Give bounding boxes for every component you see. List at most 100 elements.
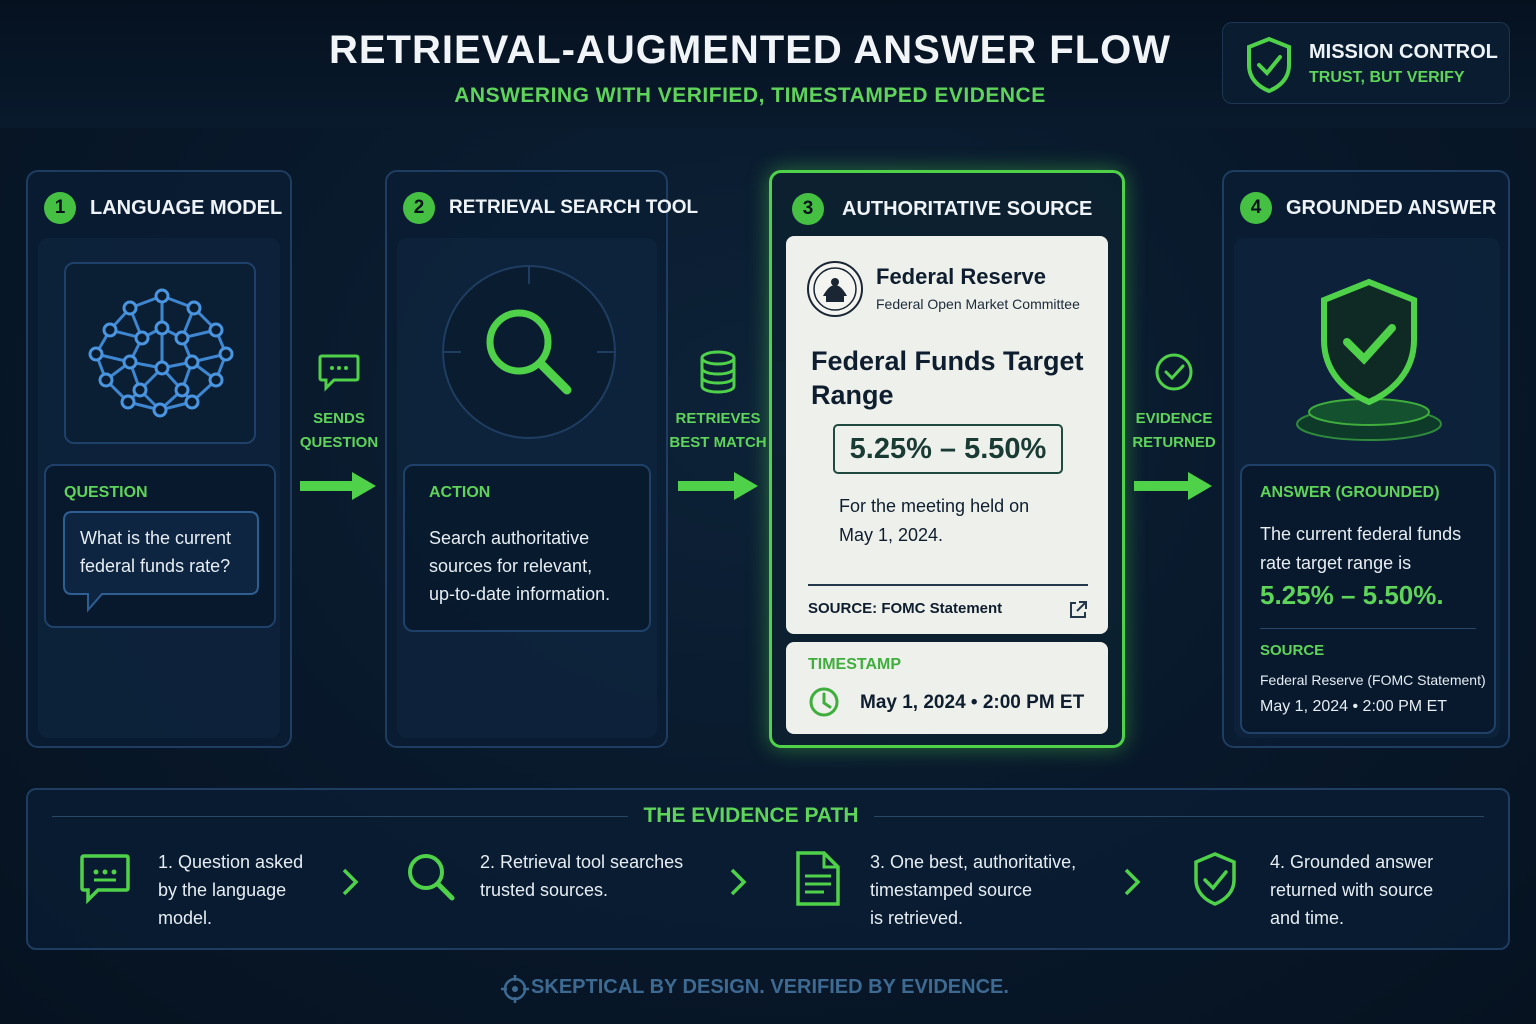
shield-check-icon — [1247, 36, 1291, 94]
evidence-step: 4. Grounded answer returned with source … — [1270, 848, 1433, 932]
footer-tagline: SKEPTICAL BY DESIGN. VERIFIED BY EVIDENC… — [531, 976, 1009, 998]
step-line: 3. One best, authoritative, — [870, 852, 1077, 872]
source-heading: Federal Funds Target Range — [811, 346, 1084, 410]
external-link-icon[interactable] — [1068, 600, 1088, 620]
speech-bubble-icon — [63, 511, 259, 613]
connector-label-evidence-returned: EVIDENCE RETURNED — [1124, 407, 1224, 455]
panel-grounded-answer: 4 GROUNDED ANSWER ANSWER (GROUNDED) The … — [1222, 170, 1510, 748]
answer-source: Federal Reserve (FOMC Statement) — [1260, 672, 1486, 688]
mission-control-badge: MISSION CONTROL TRUST, BUT VERIFY — [1222, 22, 1510, 104]
search-icon — [408, 854, 455, 901]
check-circle-icon — [1155, 353, 1193, 391]
question-label: QUESTION — [64, 484, 148, 501]
action-line: sources for relevant, — [429, 556, 593, 576]
step-number: 3 — [792, 193, 824, 225]
chevron-right-icon — [730, 868, 747, 896]
flow-arrow — [300, 472, 376, 500]
source-rate-value: 5.25% – 5.50% — [833, 424, 1063, 474]
mission-title: MISSION CONTROL — [1309, 41, 1498, 63]
answer-box: ANSWER (GROUNDED) The current federal fu… — [1240, 464, 1496, 734]
connector-line: BEST MATCH — [669, 434, 767, 451]
evidence-step: 2. Retrieval tool searches trusted sourc… — [480, 848, 683, 904]
panel-title: LANGUAGE MODEL — [90, 197, 283, 219]
divider — [1260, 628, 1476, 629]
question-box: QUESTION What is the current federal fun… — [44, 464, 276, 628]
answer-source-time: May 1, 2024 • 2:00 PM ET — [1260, 698, 1448, 715]
step-number: 4 — [1240, 192, 1272, 224]
connector-line: RETURNED — [1132, 434, 1216, 451]
action-text: Search authoritative sources for relevan… — [429, 524, 610, 608]
shield-check-icon — [1296, 278, 1442, 441]
answer-source-label: SOURCE — [1260, 642, 1325, 659]
connector-line: RETRIEVES — [675, 410, 761, 427]
network-icon-box — [64, 262, 256, 444]
step-line: timestamped source — [870, 880, 1033, 900]
step-number: 2 — [403, 192, 435, 224]
timestamp-value: May 1, 2024 • 2:00 PM ET — [860, 692, 1085, 713]
source-citation: SOURCE: FOMC Statement — [808, 600, 1003, 617]
meeting-line: For the meeting held on — [839, 496, 1030, 516]
divider — [808, 584, 1088, 586]
chevron-right-icon — [342, 868, 359, 896]
chat-icon — [80, 854, 130, 905]
answer-line: The current federal funds — [1260, 524, 1462, 544]
evidence-title: THE EVIDENCE PATH — [643, 804, 859, 827]
evidence-path: THE EVIDENCE PATH 1. Question asked by t… — [26, 788, 1510, 950]
mission-tagline: TRUST, BUT VERIFY — [1309, 69, 1465, 86]
panel-title: AUTHORITATIVE SOURCE — [842, 198, 1093, 220]
step-line: is retrieved. — [870, 908, 964, 928]
answer-line: rate target range is — [1260, 553, 1412, 573]
divider — [52, 816, 628, 817]
action-label: ACTION — [429, 484, 491, 501]
step-line: model. — [158, 908, 213, 928]
chevron-right-icon — [1124, 868, 1141, 896]
meeting-line: May 1, 2024. — [839, 525, 944, 545]
database-icon — [700, 350, 736, 394]
answer-text: The current federal funds rate target ra… — [1260, 520, 1461, 578]
neural-network-icon — [88, 288, 234, 418]
page-subtitle: ANSWERING WITH VERIFIED, TIMESTAMPED EVI… — [454, 84, 1046, 107]
step-line: 1. Question asked — [158, 852, 304, 872]
step-line: by the language — [158, 880, 287, 900]
connector-label-retrieves-best-match: RETRIEVES BEST MATCH — [668, 407, 768, 455]
action-line: Search authoritative — [429, 528, 590, 548]
flow-arrow — [1134, 472, 1212, 500]
connector-line: QUESTION — [299, 434, 379, 451]
panel-language-model: 1 LANGUAGE MODEL — [26, 170, 292, 748]
connector-label-sends-question: SENDS QUESTION — [294, 407, 384, 455]
step-line: returned with source — [1270, 880, 1434, 900]
timestamp-label: TIMESTAMP — [808, 656, 902, 673]
step-line: 4. Grounded answer — [1270, 852, 1434, 872]
answer-value: 5.25% – 5.50%. — [1260, 580, 1444, 610]
flow-arrow — [678, 472, 758, 500]
connector-line: SENDS — [313, 410, 365, 427]
panel-retrieval-search-tool: 2 RETRIEVAL SEARCH TOOL ACTION Search au… — [385, 170, 698, 748]
step-line: 2. Retrieval tool searches — [480, 852, 684, 872]
answer-label: ANSWER (GROUNDED) — [1260, 484, 1440, 501]
evidence-step: 3. One best, authoritative, timestamped … — [870, 848, 1076, 932]
search-icon — [442, 265, 616, 439]
step-line: and time. — [1270, 908, 1345, 928]
panel-title: GROUNDED ANSWER — [1286, 197, 1497, 219]
source-org-name: Federal Reserve — [876, 264, 1046, 289]
timestamp-card: TIMESTAMP May 1, 2024 • 2:00 PM ET — [786, 642, 1108, 734]
question-line: federal funds rate? — [80, 556, 231, 576]
target-icon — [501, 975, 529, 1003]
chat-icon — [318, 354, 360, 392]
shield-check-icon — [1194, 852, 1236, 906]
clock-icon — [809, 687, 839, 717]
page-title: RETRIEVAL-AUGMENTED ANSWER FLOW — [328, 28, 1172, 72]
meeting-text: For the meeting held on May 1, 2024. — [839, 492, 1029, 550]
question-text: What is the current federal funds rate? — [80, 524, 231, 580]
step-number: 1 — [44, 192, 76, 224]
evidence-step: 1. Question asked by the language model. — [158, 848, 303, 932]
connector-line: EVIDENCE — [1135, 410, 1213, 427]
source-org-subtitle: Federal Open Market Committee — [876, 296, 1080, 312]
question-line: What is the current — [80, 528, 232, 548]
action-box: ACTION Search authoritative sources for … — [403, 464, 651, 632]
action-line: up-to-date information. — [429, 584, 611, 604]
source-document-card: Federal Reserve Federal Open Market Comm… — [786, 236, 1108, 634]
divider — [874, 816, 1484, 817]
step-line: trusted sources. — [480, 880, 609, 900]
panel-title: RETRIEVAL SEARCH TOOL — [449, 197, 699, 218]
